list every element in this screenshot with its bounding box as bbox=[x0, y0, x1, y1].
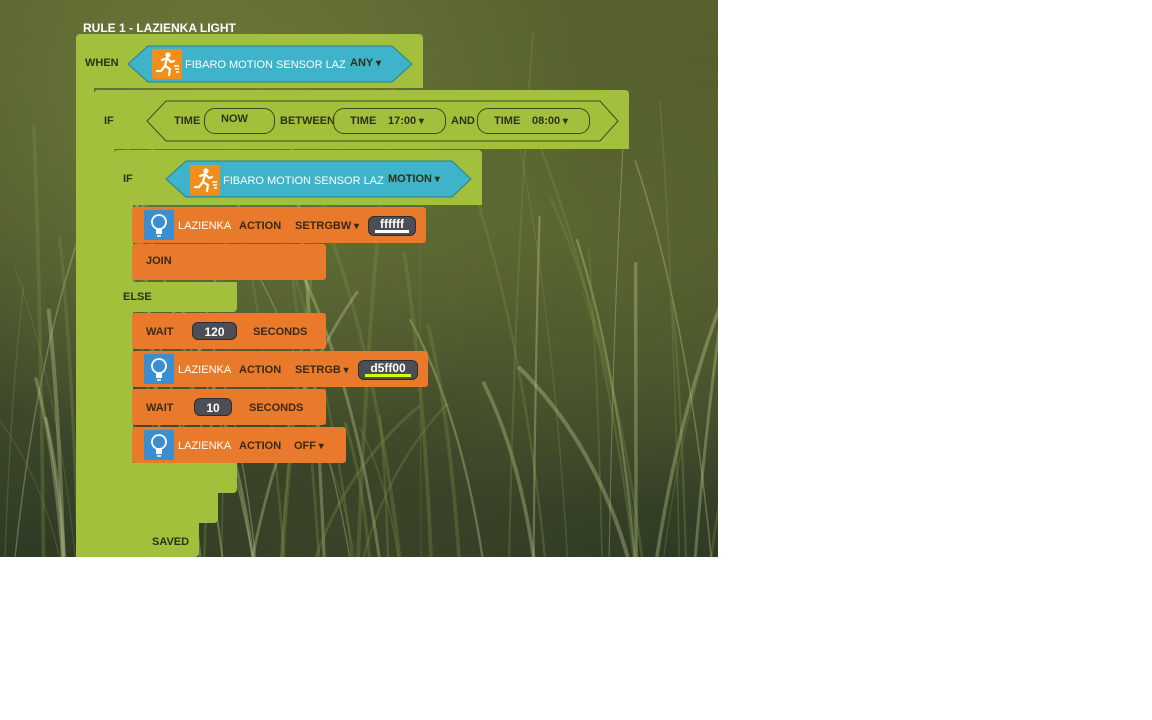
saved-status: SAVED bbox=[152, 536, 190, 548]
grass-blade bbox=[587, 247, 603, 557]
when-keyword: WHEN bbox=[85, 57, 119, 69]
wait-2-input[interactable]: 10 bbox=[194, 398, 232, 416]
wait-2-unit: SECONDS bbox=[249, 402, 304, 414]
when-sensor-shape bbox=[127, 45, 413, 83]
wait-1-input[interactable]: 120 bbox=[192, 322, 237, 340]
color-value-1[interactable]: ffffff bbox=[368, 216, 416, 236]
time-end-label: TIME bbox=[494, 115, 521, 127]
color-value-2-text: d5ff00 bbox=[370, 361, 406, 375]
now-value: NOW bbox=[221, 113, 248, 125]
action-2-label: ACTION bbox=[239, 364, 282, 376]
grass-blade bbox=[44, 416, 67, 557]
grass-blade bbox=[362, 403, 448, 557]
grass-blade bbox=[14, 211, 89, 557]
grass-blade bbox=[517, 139, 569, 557]
join-label: JOIN bbox=[146, 255, 172, 267]
grass-blade bbox=[402, 252, 433, 557]
join-block[interactable] bbox=[132, 244, 326, 280]
if-state-dropdown[interactable]: MOTION bbox=[388, 173, 440, 186]
time-start-dropdown[interactable]: 17:00 bbox=[388, 115, 424, 128]
if-time-spine bbox=[94, 147, 114, 523]
action-1-label: ACTION bbox=[239, 220, 282, 232]
grass-blade bbox=[655, 306, 718, 557]
else-keyword: ELSE bbox=[123, 291, 152, 303]
color-swatch-2 bbox=[365, 374, 411, 377]
action-3-dropdown[interactable]: OFF bbox=[294, 440, 324, 453]
grass-blade bbox=[358, 426, 399, 557]
grass-blade bbox=[294, 259, 381, 557]
action-1-device: LAZIENKA bbox=[178, 220, 232, 232]
color-value-2[interactable]: d5ff00 bbox=[358, 360, 418, 380]
grass-blade bbox=[378, 414, 390, 557]
grass-blade bbox=[0, 419, 61, 557]
light-bulb-icon bbox=[144, 210, 174, 240]
when-device-name: FIBARO MOTION SENSOR LAZ bbox=[185, 59, 346, 71]
if-motion-spine bbox=[114, 203, 133, 493]
grass-blade bbox=[516, 365, 630, 557]
shape-layer bbox=[127, 45, 619, 198]
if-device-name: FIBARO MOTION SENSOR LAZ bbox=[223, 175, 384, 187]
wait-1-label: WAIT bbox=[146, 326, 174, 338]
grass-blade bbox=[663, 311, 718, 557]
grass-blade bbox=[13, 266, 76, 557]
when-footer[interactable] bbox=[76, 522, 199, 557]
grass-blade bbox=[575, 238, 636, 557]
grass-blade bbox=[671, 300, 687, 557]
and-label: AND bbox=[451, 115, 475, 127]
grass-blade bbox=[426, 324, 461, 557]
grass-blade bbox=[32, 125, 46, 557]
grass-blade bbox=[314, 404, 422, 557]
rule-canvas: RULE 1 - LAZIENKA LIGHT WHEN SAVED IF IF… bbox=[0, 0, 718, 557]
color-swatch-1 bbox=[375, 230, 409, 233]
grass-blade bbox=[693, 328, 718, 557]
now-field[interactable]: NOW bbox=[204, 108, 275, 134]
when-spine bbox=[76, 86, 94, 557]
time-end-field[interactable]: TIME 08:00 bbox=[477, 108, 590, 134]
motion-sensor-icon bbox=[152, 49, 182, 79]
if-keyword-2: IF bbox=[123, 173, 133, 185]
time-label: TIME bbox=[174, 115, 201, 127]
time-start-field[interactable]: TIME 17:00 bbox=[333, 108, 446, 134]
if-keyword-1: IF bbox=[104, 115, 114, 127]
color-value-1-text: ffffff bbox=[380, 217, 404, 231]
rule-title: RULE 1 - LAZIENKA LIGHT bbox=[83, 21, 236, 35]
light-bulb-icon bbox=[144, 354, 174, 384]
grass-blade bbox=[659, 99, 681, 557]
action-2-device: LAZIENKA bbox=[178, 364, 232, 376]
action-3-device: LAZIENKA bbox=[178, 440, 232, 452]
between-label: BETWEEN bbox=[280, 115, 335, 127]
if-motion-footer bbox=[114, 463, 237, 493]
grass-blade bbox=[463, 162, 547, 557]
action-3-label: ACTION bbox=[239, 440, 282, 452]
else-bar[interactable] bbox=[114, 282, 237, 312]
grass-blade bbox=[408, 318, 484, 557]
grass-blade bbox=[4, 285, 25, 557]
time-start-label: TIME bbox=[350, 115, 377, 127]
grass-blade bbox=[481, 380, 536, 557]
motion-sensor-icon bbox=[190, 165, 220, 195]
grass-blade bbox=[608, 121, 626, 557]
grass-blade bbox=[533, 133, 635, 557]
grass-blade bbox=[633, 262, 638, 557]
if-time-footer bbox=[94, 492, 218, 523]
grass-blade bbox=[581, 292, 639, 557]
grass-blade bbox=[549, 197, 644, 557]
light-bulb-icon bbox=[144, 430, 174, 460]
action-1-dropdown[interactable]: SETRGBW bbox=[295, 220, 359, 233]
grass-blade bbox=[34, 377, 65, 557]
if-sensor-shape bbox=[165, 160, 472, 198]
grass-blade bbox=[343, 421, 371, 557]
grass-blade bbox=[532, 215, 541, 557]
wait-1-unit: SECONDS bbox=[253, 326, 308, 338]
time-end-dropdown[interactable]: 08:00 bbox=[532, 115, 568, 128]
grass-blade bbox=[46, 308, 66, 557]
grass-blade bbox=[634, 160, 712, 557]
wait-2-label: WAIT bbox=[146, 402, 174, 414]
when-state-dropdown[interactable]: ANY bbox=[350, 57, 381, 70]
action-2-dropdown[interactable]: SETRGB bbox=[295, 364, 349, 377]
